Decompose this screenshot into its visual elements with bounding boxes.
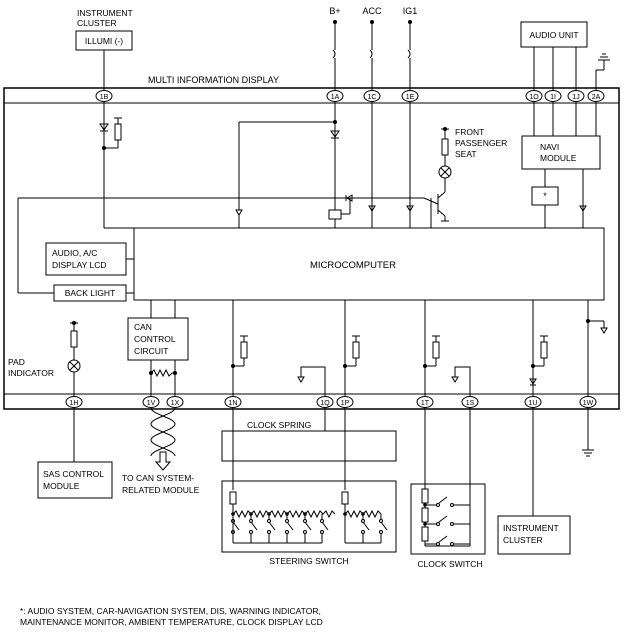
multi-information-display-frame bbox=[3, 87, 620, 410]
pin-1q: 1Q bbox=[320, 400, 330, 407]
pin-1h: 1H bbox=[70, 400, 79, 407]
can-twisted-pair bbox=[150, 407, 176, 471]
acc-label: ACC bbox=[362, 6, 382, 16]
ig1-label: IG1 bbox=[403, 6, 418, 16]
power-feeds bbox=[332, 20, 412, 90]
top-connector-pins bbox=[95, 90, 605, 102]
ic-cap-l1: INSTRUMENT bbox=[77, 8, 133, 18]
pin-1t: 1T bbox=[421, 400, 430, 407]
illumi-label: ILLUMI (-) bbox=[85, 36, 123, 46]
to-can-label: TO CAN SYSTEM- RELATED MODULE bbox=[122, 473, 200, 495]
clock-spring-box bbox=[221, 430, 397, 462]
can-control-box bbox=[127, 317, 189, 361]
bottom-connector-pins bbox=[65, 396, 597, 408]
steering-switch-box bbox=[221, 480, 397, 553]
microcomputer-label: MICROCOMPUTER bbox=[310, 260, 396, 271]
asterisk-label: * bbox=[543, 191, 547, 201]
audio-unit-label: AUDIO UNIT bbox=[529, 30, 578, 40]
clock-spring-label: CLOCK SPRING bbox=[247, 420, 311, 430]
acc-ig1-internal bbox=[368, 102, 414, 228]
back-light-label: BACK LIGHT bbox=[65, 288, 116, 298]
sas-control-label: SAS CONTROL MODULE bbox=[43, 469, 106, 491]
navi-connections bbox=[533, 102, 597, 228]
instrument-cluster-bottom-box bbox=[497, 515, 571, 555]
navi-module-label: NAVI MODULE bbox=[540, 142, 577, 163]
clock-switch-label: CLOCK SWITCH bbox=[417, 559, 482, 569]
pin-1c: 1C bbox=[368, 94, 377, 101]
mid-title: MULTI INFORMATION DISPLAY bbox=[148, 75, 279, 85]
pin-1b: 1B bbox=[100, 94, 109, 101]
pin-1i: 1I bbox=[550, 94, 556, 101]
bplus-internal bbox=[17, 102, 424, 294]
front-passenger-seat-label: FRONT PASSENGER SEAT bbox=[455, 127, 510, 159]
audio-ac-lcd-label: AUDIO, A/C DISPLAY LCD bbox=[52, 248, 107, 270]
asterisk-box bbox=[531, 186, 559, 206]
clock-switch-box bbox=[410, 483, 486, 555]
bplus-label: B+ bbox=[329, 6, 340, 16]
pin-2a: 2A bbox=[592, 94, 601, 101]
ground-1w bbox=[582, 408, 594, 457]
footnote: *: AUDIO SYSTEM, CAR-NAVIGATION SYSTEM, … bbox=[20, 606, 323, 627]
illumi-input-circuit bbox=[99, 102, 134, 229]
audio-unit-box bbox=[520, 21, 588, 48]
pin-1o-top: 1O bbox=[529, 94, 539, 101]
instrument-cluster-top-caption: INSTRUMENT CLUSTER bbox=[77, 8, 135, 28]
navi-module-box bbox=[521, 135, 601, 170]
pad-indicator-label: PAD INDICATOR bbox=[8, 357, 54, 378]
pin-1p: 1P bbox=[341, 400, 350, 407]
pin-1v: 1V bbox=[147, 400, 156, 407]
steering-switch-label: STEERING SWITCH bbox=[269, 556, 348, 566]
ground-2a bbox=[595, 53, 610, 90]
pin-1e: 1E bbox=[406, 94, 415, 101]
ic-cap-l2: CLUSTER bbox=[77, 18, 117, 28]
instrument-cluster-bottom-label: INSTRUMENT CLUSTER bbox=[503, 523, 561, 545]
pin-1u: 1U bbox=[529, 400, 538, 407]
can-control-label: CAN CONTROL CIRCUIT bbox=[134, 322, 178, 356]
clock-switch-network bbox=[421, 484, 471, 547]
pin-1x: 1X bbox=[171, 400, 180, 407]
steering-switch-network bbox=[229, 491, 388, 544]
bottom-internal-lines bbox=[231, 300, 608, 396]
pin-1a: 1A bbox=[331, 94, 340, 101]
pin-1j: 1J bbox=[572, 94, 579, 101]
pad-indicator-circuit bbox=[67, 321, 81, 396]
front-passenger-seat-indicator bbox=[423, 127, 452, 228]
pin-1s: 1S bbox=[466, 400, 475, 407]
can-lines bbox=[149, 300, 177, 396]
pin-1n: 1N bbox=[229, 400, 238, 407]
sas-control-module-box bbox=[37, 461, 113, 499]
microcomputer-box bbox=[133, 227, 605, 301]
pin-1w: 1W bbox=[583, 400, 594, 407]
